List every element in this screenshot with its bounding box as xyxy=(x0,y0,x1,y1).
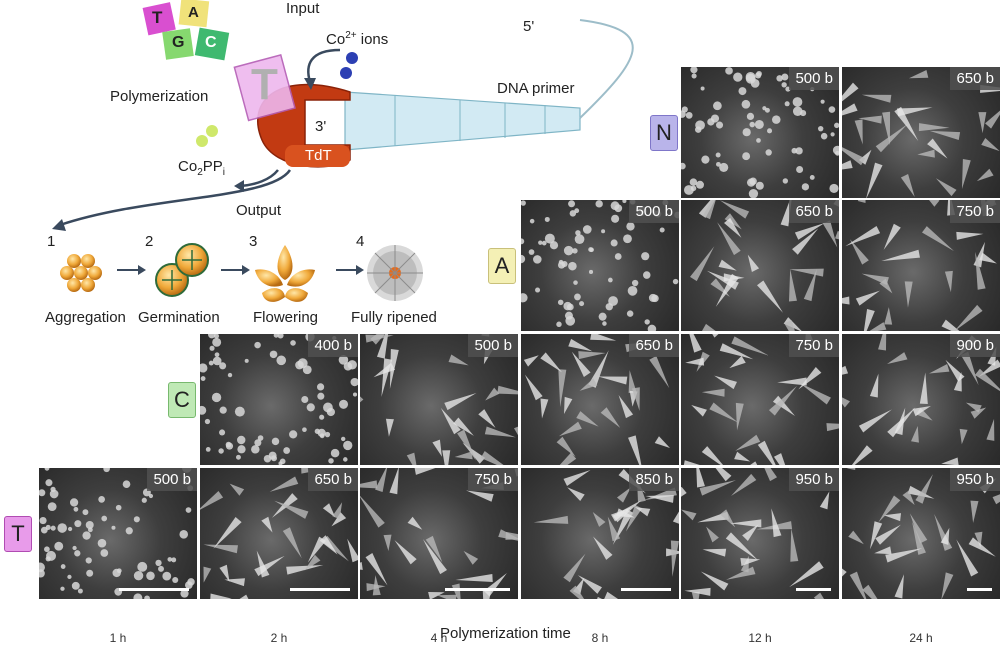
germination-icon xyxy=(155,243,209,297)
sem-texture xyxy=(842,468,1000,599)
stage-1-number: 1 xyxy=(47,233,56,250)
flowering-icon xyxy=(255,245,315,302)
coppi-co: Co xyxy=(178,158,198,175)
output-label: Output xyxy=(236,202,282,219)
co-ions-charge: 2+ xyxy=(345,30,357,41)
sem-panel-A-6: 750 b xyxy=(842,200,1000,331)
coppi-sub-2: 2 xyxy=(197,167,203,178)
length-badge: 900 b xyxy=(950,334,1000,357)
sem-panel-N-6: 650 b xyxy=(842,67,1000,198)
sem-panel-C-5: 750 b xyxy=(681,334,839,465)
length-badge: 750 b xyxy=(789,334,839,357)
stage-2-label: Germination xyxy=(138,309,220,326)
time-label-24h: 24 h xyxy=(909,631,933,645)
length-badge: 500 b xyxy=(789,67,839,90)
length-badge: 650 b xyxy=(308,468,358,491)
stage-2-number: 2 xyxy=(145,233,154,250)
scale-bar xyxy=(621,588,671,591)
fully-ripened-icon xyxy=(367,245,423,301)
aggregation-icon xyxy=(60,254,102,292)
sem-panel-A-5: 650 b xyxy=(681,200,839,331)
sem-texture xyxy=(842,200,997,331)
sem-panel-C-6: 900 b xyxy=(842,334,1000,465)
scale-bar xyxy=(796,588,831,591)
co-ions-label: Co2+ ions xyxy=(326,30,388,48)
sem-texture xyxy=(533,469,679,599)
schematic-graphic xyxy=(52,0,634,275)
length-badge: 750 b xyxy=(468,468,518,491)
five-prime-label: 5' xyxy=(523,18,535,35)
coppi-label: Co2PPi xyxy=(178,158,225,178)
length-badge: 950 b xyxy=(950,468,1000,491)
sem-texture xyxy=(200,334,358,465)
sem-panel-N-5: 500 b xyxy=(681,67,839,198)
enzyme-nucleotide-T: T xyxy=(251,60,278,109)
time-label-12h: 12 h xyxy=(748,631,772,645)
nucleotide-C: C xyxy=(205,34,217,51)
length-badge: 650 b xyxy=(950,67,1000,90)
co-ions-suffix: ions xyxy=(356,31,389,48)
stage-4-number: 4 xyxy=(356,233,365,250)
nucleotide-G: G xyxy=(172,34,185,51)
sem-panel-T-2: 650 b xyxy=(200,468,358,599)
three-prime-label: 3' xyxy=(315,118,327,135)
time-label-4h: 4 h xyxy=(430,631,448,645)
sem-texture xyxy=(683,334,839,465)
sem-texture xyxy=(39,468,195,599)
stage-icons xyxy=(60,243,423,302)
sem-panel-T-4: 850 b xyxy=(521,468,679,599)
input-label: Input xyxy=(286,0,320,17)
stages-row: 1 2 3 4 xyxy=(0,225,460,335)
sem-panel-T-5: 950 b xyxy=(681,468,839,599)
sem-texture xyxy=(360,334,518,465)
polymerization-label: Polymerization xyxy=(110,88,209,105)
scale-bar xyxy=(967,588,992,591)
scale-bar xyxy=(290,588,350,591)
sem-texture xyxy=(842,334,1000,465)
length-badge: 650 b xyxy=(789,200,839,223)
co-ions-co: Co xyxy=(326,31,346,48)
nucleotide-T: T xyxy=(152,8,163,27)
length-badge: 750 b xyxy=(950,200,1000,223)
sem-texture xyxy=(523,334,670,465)
stage-4-label: Fully ripened xyxy=(351,309,437,326)
sem-texture xyxy=(681,468,830,599)
synthesis-schematic: T A G C T Input Co2+ ions 5' DNA primer … xyxy=(0,0,680,340)
sem-texture xyxy=(690,200,839,331)
stage-1-label: Aggregation xyxy=(45,309,126,326)
enzyme-label: TdT xyxy=(305,147,332,164)
time-label-8h: 8 h xyxy=(591,631,609,645)
sem-texture xyxy=(681,67,839,198)
sem-panel-T-1: 500 b xyxy=(39,468,197,599)
base-tag-T: T xyxy=(4,516,32,552)
stage-3-number: 3 xyxy=(249,233,258,250)
time-label-2h: 2 h xyxy=(270,631,288,645)
sem-panel-T-6: 950 b xyxy=(842,468,1000,599)
sem-panel-C-2: 400 b xyxy=(200,334,358,465)
time-label-1h: 1 h xyxy=(109,631,127,645)
nucleotide-A: A xyxy=(188,4,199,21)
sem-panel-C-4: 650 b xyxy=(521,334,679,465)
length-badge: 500 b xyxy=(147,468,197,491)
stage-3-label: Flowering xyxy=(253,309,319,326)
scale-bar xyxy=(119,588,189,591)
base-tag-C: C xyxy=(168,382,196,418)
length-badge: 850 b xyxy=(629,468,679,491)
x-axis-title: Polymerization time xyxy=(440,625,571,642)
sem-texture xyxy=(360,468,518,599)
length-badge: 950 b xyxy=(789,468,839,491)
sem-texture xyxy=(200,468,358,599)
sem-texture xyxy=(842,69,1000,198)
dna-primer-label: DNA primer xyxy=(497,80,575,97)
scale-bar xyxy=(445,588,510,591)
coppi-sub-i: i xyxy=(222,167,225,178)
sem-panel-T-3: 750 b xyxy=(360,468,518,599)
sem-panel-C-3: 500 b xyxy=(360,334,518,465)
coppi-pp: PP xyxy=(202,158,223,175)
